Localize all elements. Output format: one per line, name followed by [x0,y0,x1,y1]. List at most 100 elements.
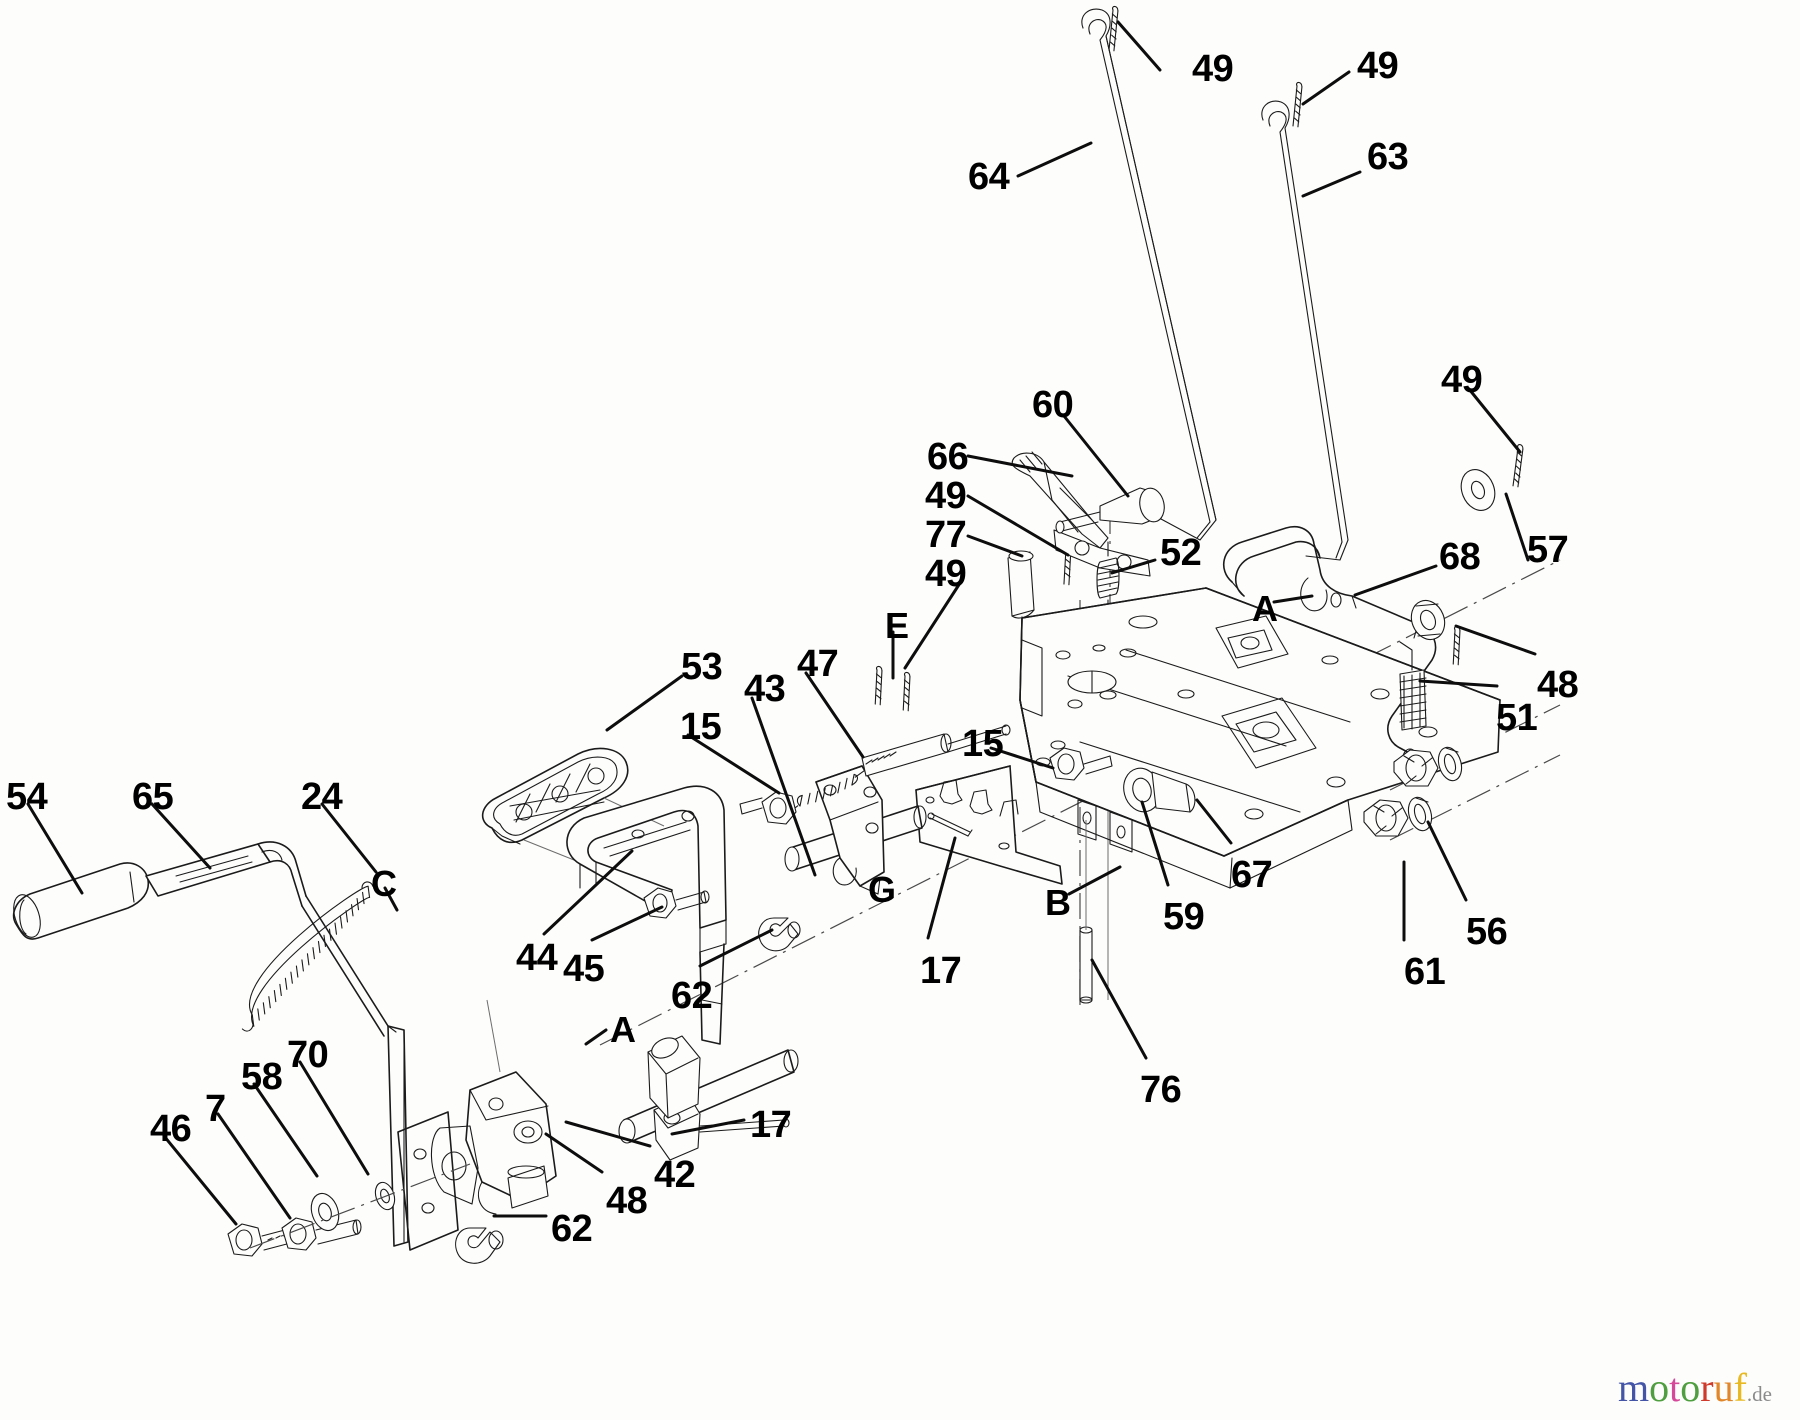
callout-46: 46 [150,1108,192,1150]
leader-66 [966,454,1074,478]
part-53-pedal-pad [481,747,665,873]
callout-64: 64 [968,156,1010,198]
callout-54: 54 [6,776,48,818]
callout-63: 63 [1367,136,1409,178]
leader-15 [686,733,781,795]
leader-15 [989,746,1055,770]
callout-51: 51 [1496,697,1538,739]
callout-56: 56 [1466,911,1508,953]
callout-76: 76 [1140,1069,1182,1111]
callout-49: 49 [925,475,967,517]
callout-59: 59 [1163,896,1205,938]
part-58-flat-washer [310,1192,340,1232]
watermark-letter: o [1680,1365,1701,1410]
callout-45: 45 [563,948,605,990]
watermark-letter: f [1733,1365,1747,1410]
part-51-grip-ferrule [1399,641,1427,731]
leader-B [1067,865,1122,896]
callout-67: 67 [1231,854,1273,896]
callout-53: 53 [681,646,723,688]
leader-44 [542,849,634,936]
part-24-return-spring [241,881,501,1073]
leader-65 [150,802,212,870]
leader-51 [1418,679,1499,688]
leader-54 [26,802,84,895]
part-17-pin-center [927,812,973,837]
part-48-flange-nut-upper [1410,599,1446,641]
leader-49 [1116,20,1162,72]
leader-24 [320,802,378,874]
watermark-letters: motoruf [1618,1365,1747,1410]
leader-49 [966,494,1070,557]
callout-47: 47 [797,643,839,685]
callout-77: 77 [925,514,967,556]
leader-48 [544,1132,604,1174]
callout-7: 7 [205,1088,226,1130]
motoruf-watermark: motoruf.de [1618,1368,1772,1408]
callout-15: 15 [680,706,722,748]
leader-47 [804,671,865,759]
callout-B: B [1045,882,1071,923]
part-17-notched-guide-plate [915,765,1063,885]
part-76-pin-rod [1079,820,1093,1004]
leader-49 [1301,70,1351,106]
callout-15: 15 [962,723,1004,765]
part-61-hex-nut-lower [1363,799,1409,837]
leader-77 [966,534,1024,558]
callout-42: 42 [654,1154,696,1196]
bottom-bracket-cluster [387,1025,557,1264]
leader-46 [162,1134,238,1226]
callout-49: 49 [1192,48,1234,90]
part-59-roller-bumper [1123,767,1196,813]
callout-61: 61 [1404,951,1446,993]
callout-leader-lines [26,20,1537,1226]
callout-48: 48 [1537,664,1579,706]
callout-62: 62 [671,975,713,1017]
part-15-flange-bolt-right [1049,747,1113,781]
leader-A [1272,594,1314,604]
leader-76 [1090,958,1148,1060]
part-64-control-rod [1081,8,1217,541]
callout-43: 43 [744,668,786,710]
leader-62 [698,928,774,968]
callout-44: 44 [516,937,558,979]
part-44-pedal-arm [566,785,727,1045]
leader-53 [605,674,684,732]
leader-60 [1062,414,1130,498]
watermark-letter: m [1618,1365,1650,1410]
watermark-letter: o [1649,1365,1670,1410]
callout-E: E [885,605,910,646]
leader-64 [1016,141,1093,178]
part-54-hand-grip [12,862,150,940]
callout-66: 66 [927,436,969,478]
leader-59 [1140,800,1170,887]
leader-7 [216,1112,292,1220]
leader-17 [670,1118,746,1136]
callout-24: 24 [301,776,343,818]
callout-52: 52 [1160,532,1202,574]
leader-68 [1353,564,1438,597]
callout-70: 70 [287,1034,329,1076]
callout-A: A [610,1009,636,1050]
part-62-u-clip-center [758,917,801,952]
callout-49: 49 [1441,359,1483,401]
leader-52 [1110,558,1157,575]
callout-58: 58 [241,1056,283,1098]
callout-49: 49 [925,553,967,595]
part-47-threaded-stud [861,724,1011,777]
watermark-suffix: .de [1746,1382,1772,1406]
leader-17 [926,836,957,940]
part-49-cotter-pins [874,5,1524,712]
callout-G: G [868,869,897,910]
part-56-lock-washer-upper [1437,746,1463,782]
leader-A [584,1028,608,1046]
callout-49: 49 [1357,45,1399,87]
callout-65: 65 [132,776,174,818]
leader-49 [903,578,964,670]
leader-C [383,886,399,912]
leader-58 [252,1082,319,1178]
part-65-lever-rod [145,841,397,1037]
callout-62: 62 [551,1208,593,1250]
